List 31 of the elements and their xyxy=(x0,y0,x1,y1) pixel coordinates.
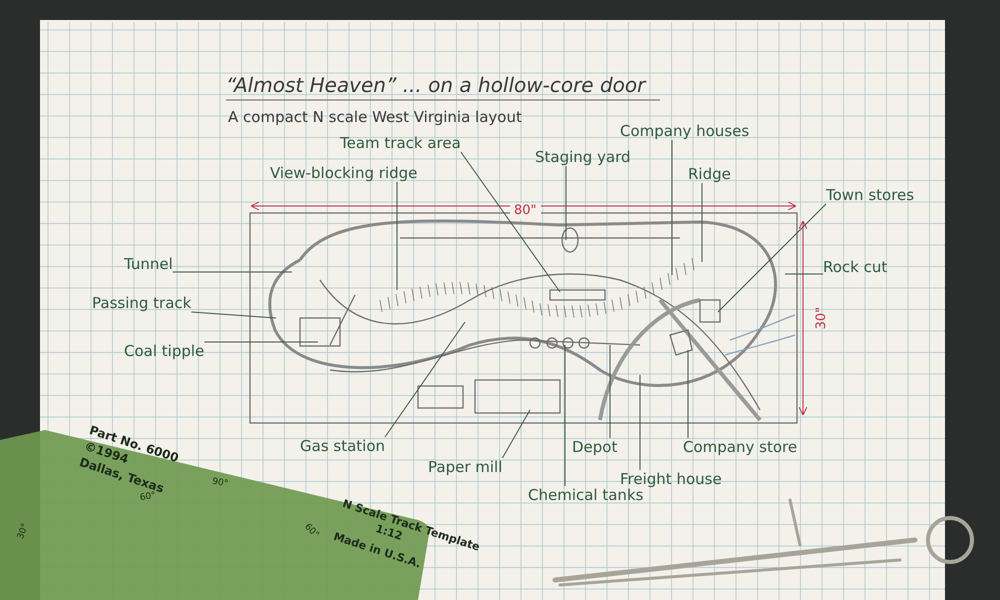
leader-line xyxy=(460,152,560,292)
callout-label: Freight house xyxy=(620,470,722,488)
callout-label: Coal tipple xyxy=(124,342,204,360)
callout-label: Rock cut xyxy=(823,258,888,276)
leader-line xyxy=(564,344,566,486)
callout-label: Depot xyxy=(572,438,618,456)
callout-label: Tunnel xyxy=(124,255,173,273)
template-text: 30° xyxy=(16,522,32,542)
dimension-label: 30" xyxy=(814,306,830,332)
callout-label: Chemical tanks xyxy=(528,486,644,504)
template-text: 60° xyxy=(139,490,157,505)
callout-label: Passing track xyxy=(92,294,192,312)
leader-line xyxy=(718,204,826,312)
callout-label: Company houses xyxy=(620,122,750,140)
callout-label: Ridge xyxy=(688,165,731,183)
callout-label: Team track area xyxy=(340,134,461,152)
title: “Almost Heaven” ... on a hollow-core door xyxy=(226,72,646,99)
callout-label: Company store xyxy=(683,438,798,456)
callout-label: View-blocking ridge xyxy=(270,164,418,182)
template-text: 90° xyxy=(211,476,229,491)
template-text: 60° xyxy=(301,522,321,542)
subtitle: A compact N scale West Virginia layout xyxy=(228,108,522,127)
dimension-label: 80" xyxy=(510,203,541,220)
callout-label: Paper mill xyxy=(428,458,502,476)
leader-line xyxy=(396,182,398,290)
callout-label: Staging yard xyxy=(535,148,631,166)
leader-line xyxy=(384,322,466,438)
callout-label: Town stores xyxy=(826,186,914,204)
callout-label: Gas station xyxy=(300,437,386,455)
leader-line xyxy=(190,312,276,318)
leader-line xyxy=(502,410,530,458)
